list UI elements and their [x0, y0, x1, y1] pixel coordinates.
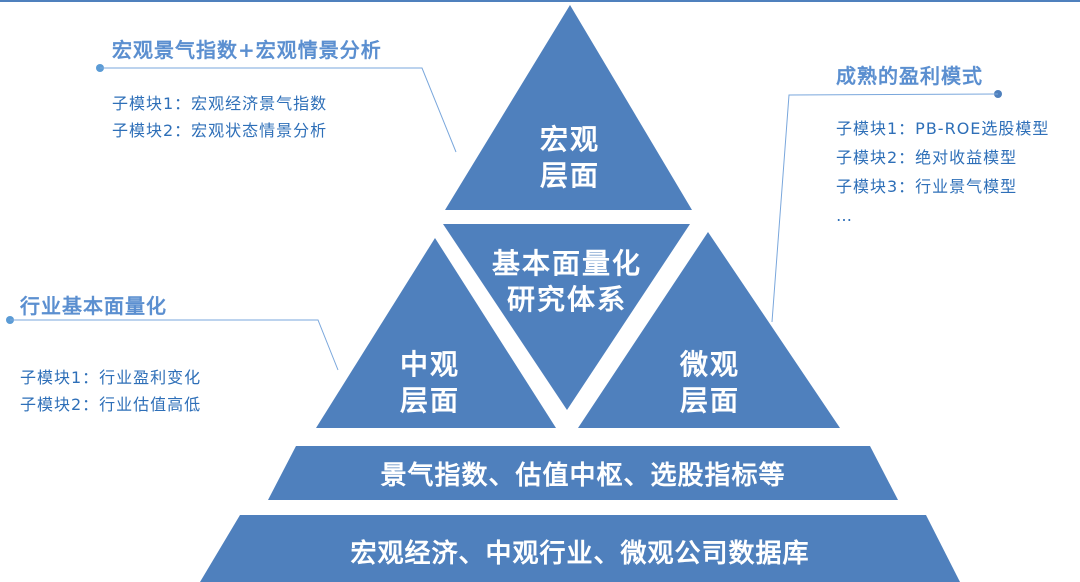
macro-label-line1: 宏观	[539, 123, 600, 156]
indicator-band-label: 景气指数、估值中枢、选股指标等	[380, 461, 786, 491]
profit-callout-title: 成熟的盈利模式	[836, 64, 983, 88]
macro-submodule-2: 子模块2：宏观状态情景分析	[112, 121, 328, 140]
macro-callout-title: 宏观景气指数+宏观情景分析	[112, 38, 382, 62]
macro-label: 宏观 层面	[520, 122, 620, 194]
profit-connector	[771, 90, 1002, 323]
micro-triangle	[578, 232, 840, 428]
micro-label-line2: 层面	[679, 384, 740, 417]
industry-callout-list: 子模块1：行业盈利变化 子模块2：行业估值高低	[20, 364, 201, 418]
connector-line	[100, 67, 457, 153]
profit-callout-list: 子模块1：PB-ROE选股模型 子模块2：绝对收益模型 子模块3：行业景气模型 …	[836, 114, 1049, 230]
macro-label-line2: 层面	[539, 159, 600, 192]
connector-line	[10, 319, 339, 371]
indicator-band	[268, 446, 898, 500]
center-label-line1: 基本面量化	[491, 247, 642, 280]
meso-label-line2: 层面	[399, 384, 460, 417]
macro-submodule-1: 子模块1：宏观经济景气指数	[112, 94, 328, 113]
profit-submodule-3: 子模块3：行业景气模型	[836, 177, 1018, 196]
database-band-label: 宏观经济、中观行业、微观公司数据库	[350, 539, 810, 569]
database-band	[200, 515, 960, 582]
meso-triangle	[316, 238, 556, 428]
center-inverted-triangle	[443, 224, 690, 410]
industry-connector	[6, 316, 339, 371]
industry-callout-title: 行业基本面量化	[20, 294, 167, 318]
profit-submodule-2: 子模块2：绝对收益模型	[836, 148, 1018, 167]
macro-callout-list: 子模块1：宏观经济景气指数 子模块2：宏观状态情景分析	[112, 90, 327, 144]
center-label-line2: 研究体系	[506, 283, 627, 316]
meso-label: 中观 层面	[380, 347, 480, 419]
micro-label: 微观 层面	[660, 347, 760, 419]
profit-submodule-1: 子模块1：PB-ROE选股模型	[836, 119, 1050, 138]
macro-connector	[96, 64, 457, 153]
meso-label-line1: 中观	[399, 348, 460, 381]
micro-label-line1: 微观	[679, 348, 740, 381]
industry-submodule-2: 子模块2：行业估值高低	[20, 395, 202, 414]
profit-ellipsis: …	[836, 206, 853, 225]
connector-line	[771, 93, 999, 323]
center-label: 基本面量化 研究体系	[467, 246, 667, 318]
macro-triangle	[445, 5, 692, 210]
industry-submodule-1: 子模块1：行业盈利变化	[20, 368, 202, 387]
